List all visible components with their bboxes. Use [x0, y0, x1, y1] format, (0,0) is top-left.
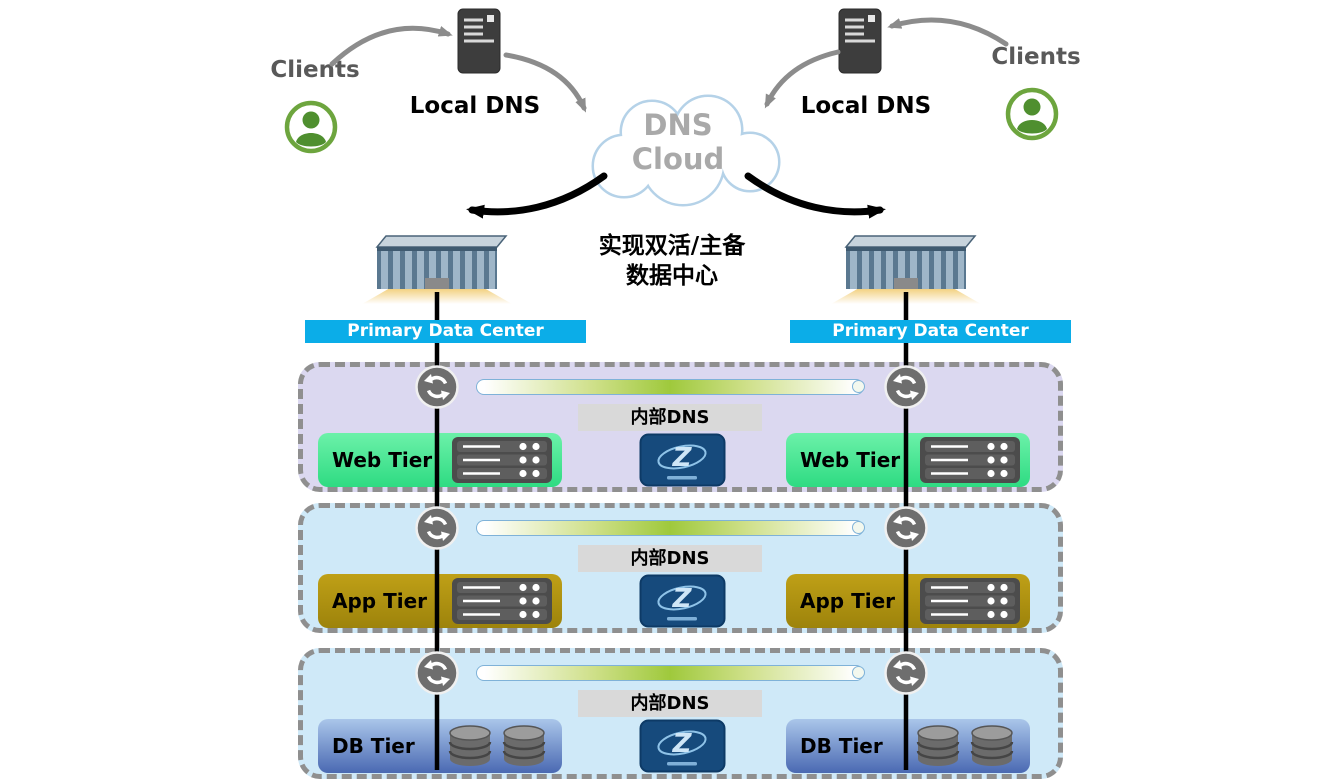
db-tier-label-left: DB Tier	[332, 734, 415, 758]
sync-icon-db-left	[415, 651, 459, 695]
arrow-clients-to-dns-right	[887, 17, 1009, 47]
dns-cloud: DNS Cloud	[558, 92, 798, 217]
replication-bar-db	[476, 665, 865, 681]
svg-text:Z: Z	[672, 729, 693, 759]
zdns-logo-web: Z	[639, 433, 726, 487]
clients-label-right: Clients	[991, 44, 1081, 70]
replication-bar-endcap	[852, 521, 865, 534]
caption-line1: 实现双活/主备	[598, 233, 746, 259]
app-tier-label-left: App Tier	[332, 589, 427, 613]
internal-dns-label-app: 内部DNS	[578, 545, 762, 572]
cloud-label-line2: Cloud	[631, 142, 725, 176]
web-tier-box-left: Web Tier	[318, 433, 562, 487]
server-stack-icon	[920, 437, 1020, 483]
datacenter-building-right	[831, 235, 981, 304]
db-tier-box-right: DB Tier	[786, 719, 1030, 773]
primary-datacenter-banner-left: Primary Data Center	[305, 320, 586, 343]
app-tier-band: 内部DNS App Tier App Tier	[298, 503, 1063, 633]
db-tier-label-right: DB Tier	[800, 734, 883, 758]
sync-icon-app-left	[415, 506, 459, 550]
internal-dns-label-db: 内部DNS	[578, 690, 762, 717]
replication-bar-web	[476, 379, 865, 395]
cloud-label-line1: DNS	[643, 108, 713, 142]
client-person-icon-left	[284, 100, 338, 154]
sync-icon-web-right	[884, 365, 928, 409]
sync-icon-app-right	[884, 506, 928, 550]
client-person-icon-right	[1005, 87, 1059, 141]
app-tier-box-left: App Tier	[318, 574, 562, 628]
zdns-logo-db: Z	[639, 719, 726, 773]
web-tier-label-right: Web Tier	[800, 448, 901, 472]
db-tier-band: 内部DNS DB Tier DB Tier	[298, 648, 1063, 779]
app-tier-box-right: App Tier	[786, 574, 1030, 628]
server-stack-icon	[452, 578, 552, 624]
zdns-logo-app: Z	[639, 574, 726, 628]
web-tier-band: 内部DNS Web Tier Web Tier	[298, 362, 1063, 492]
server-stack-icon	[920, 578, 1020, 624]
svg-text:Z: Z	[672, 443, 693, 473]
primary-datacenter-banner-right: Primary Data Center	[790, 320, 1071, 343]
db-tier-box-left: DB Tier	[318, 719, 562, 773]
replication-bar-endcap	[852, 666, 865, 679]
datacenter-building-left	[362, 235, 512, 304]
local-dns-server-icon-right	[838, 8, 882, 74]
server-stack-icon	[452, 437, 552, 483]
local-dns-label-right: Local DNS	[800, 93, 932, 119]
replication-bar-app	[476, 520, 865, 536]
sync-icon-web-left	[415, 365, 459, 409]
web-tier-label-left: Web Tier	[332, 448, 433, 472]
local-dns-server-icon-left	[457, 8, 501, 74]
caption-line2: 数据中心	[626, 263, 718, 289]
clients-label-left: Clients	[270, 57, 360, 83]
sync-icon-db-right	[884, 651, 928, 695]
internal-dns-label-web: 内部DNS	[578, 404, 762, 431]
replication-bar-endcap	[852, 380, 865, 393]
app-tier-label-right: App Tier	[800, 589, 895, 613]
database-cylinders-icon	[916, 725, 1014, 766]
web-tier-box-right: Web Tier	[786, 433, 1030, 487]
svg-text:Z: Z	[672, 584, 693, 614]
local-dns-label-left: Local DNS	[409, 93, 541, 119]
database-cylinders-icon	[448, 725, 546, 766]
